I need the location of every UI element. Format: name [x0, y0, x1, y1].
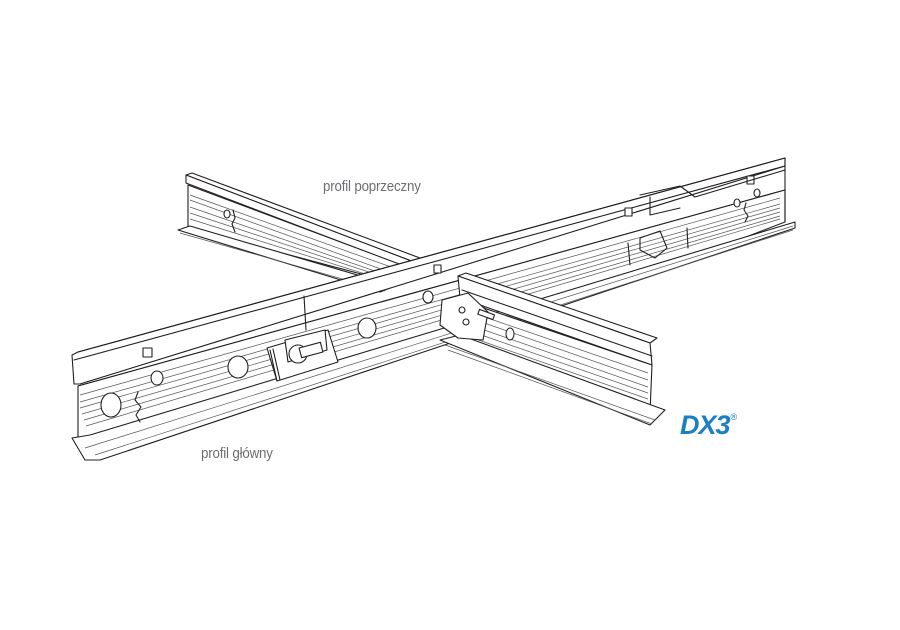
- logo-text: DX3: [680, 410, 731, 440]
- connector-clip: [266, 329, 339, 382]
- dx3-logo: DX3 ®: [680, 410, 737, 440]
- cross-profile-front: [439, 272, 666, 426]
- cross-profile-label: profil poprzeczny: [323, 179, 421, 195]
- main-profile: [71, 157, 796, 461]
- registered-mark-icon: ®: [730, 412, 738, 422]
- main-profile-label: profil główny: [201, 446, 273, 462]
